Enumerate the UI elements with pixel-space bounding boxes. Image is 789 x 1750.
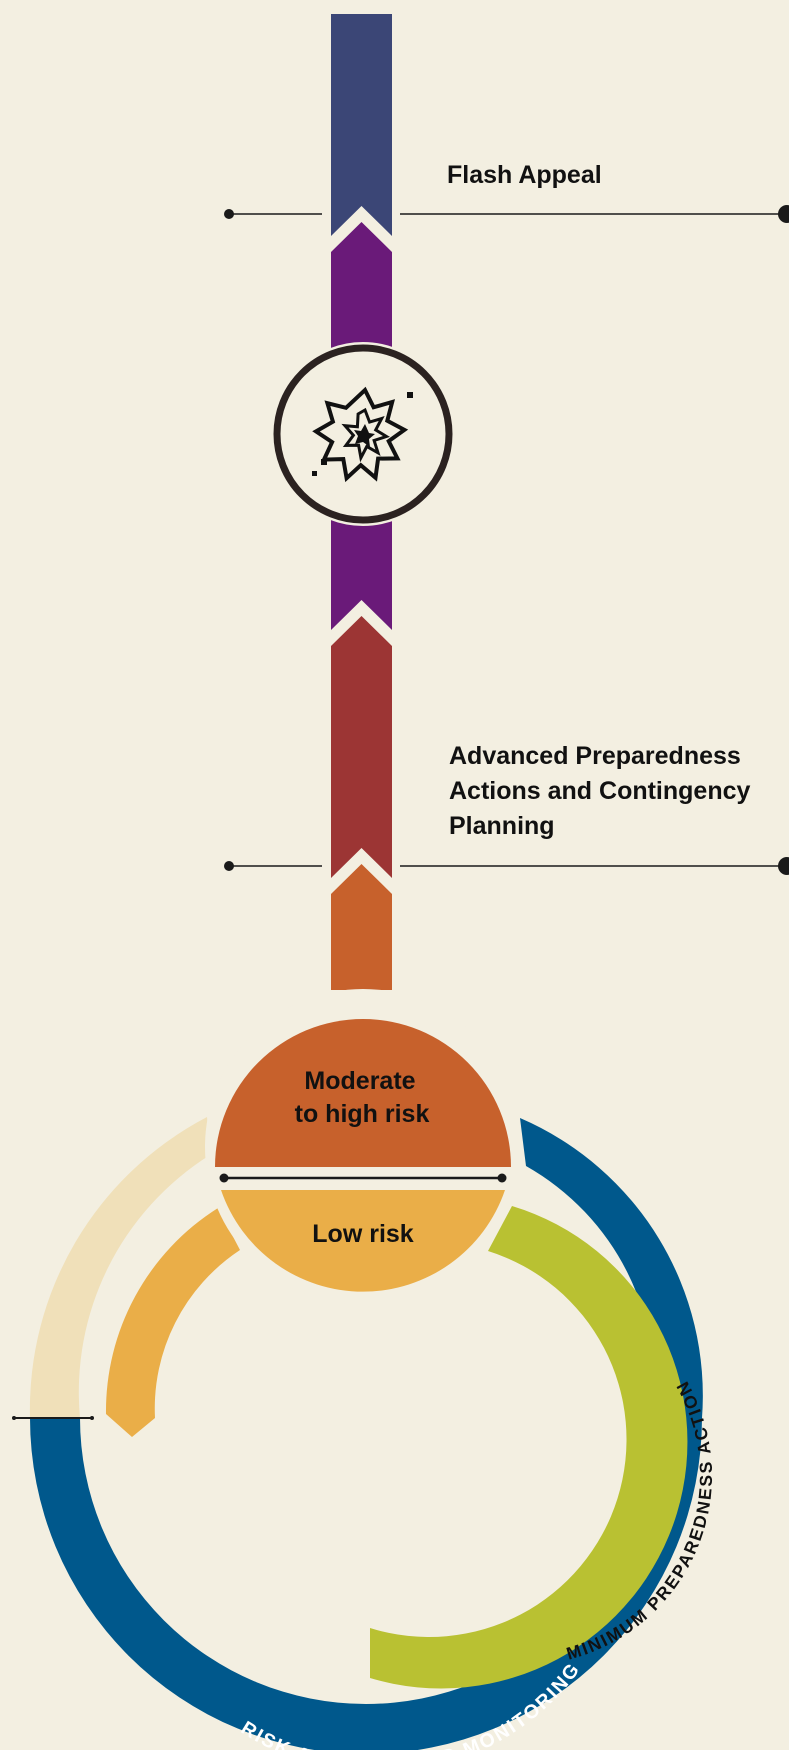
advanced-label-line1: Advanced Preparedness (449, 742, 741, 770)
stage-label-flash-appeal: Flash Appeal (447, 161, 602, 189)
low-risk-half (221, 1190, 505, 1292)
risk-label-moderate-line2: to high risk (295, 1100, 430, 1128)
advanced-label-line2: Actions and Contingency (449, 777, 751, 805)
ring-amber-arc (105, 1208, 241, 1437)
connector-flash-appeal (224, 205, 789, 223)
segment-orange (331, 864, 392, 990)
ring-marker (12, 1416, 94, 1420)
moderate-risk-half (215, 1019, 511, 1167)
risk-label-low: Low risk (312, 1220, 414, 1248)
connector-advanced-preparedness (224, 857, 789, 875)
risk-level-circle (205, 989, 521, 1305)
ring-minimum-preparedness (370, 1206, 688, 1689)
ring-pale-arc (29, 1117, 211, 1418)
stage-label-advanced-preparedness: Advanced Preparedness Actions and Contin… (449, 742, 751, 840)
segment-crimson (331, 616, 392, 878)
segment-navy (331, 14, 392, 236)
advanced-label-line3: Planning (449, 812, 555, 840)
risk-label-moderate-line1: Moderate (304, 1067, 415, 1095)
explosion-icon (271, 342, 455, 526)
